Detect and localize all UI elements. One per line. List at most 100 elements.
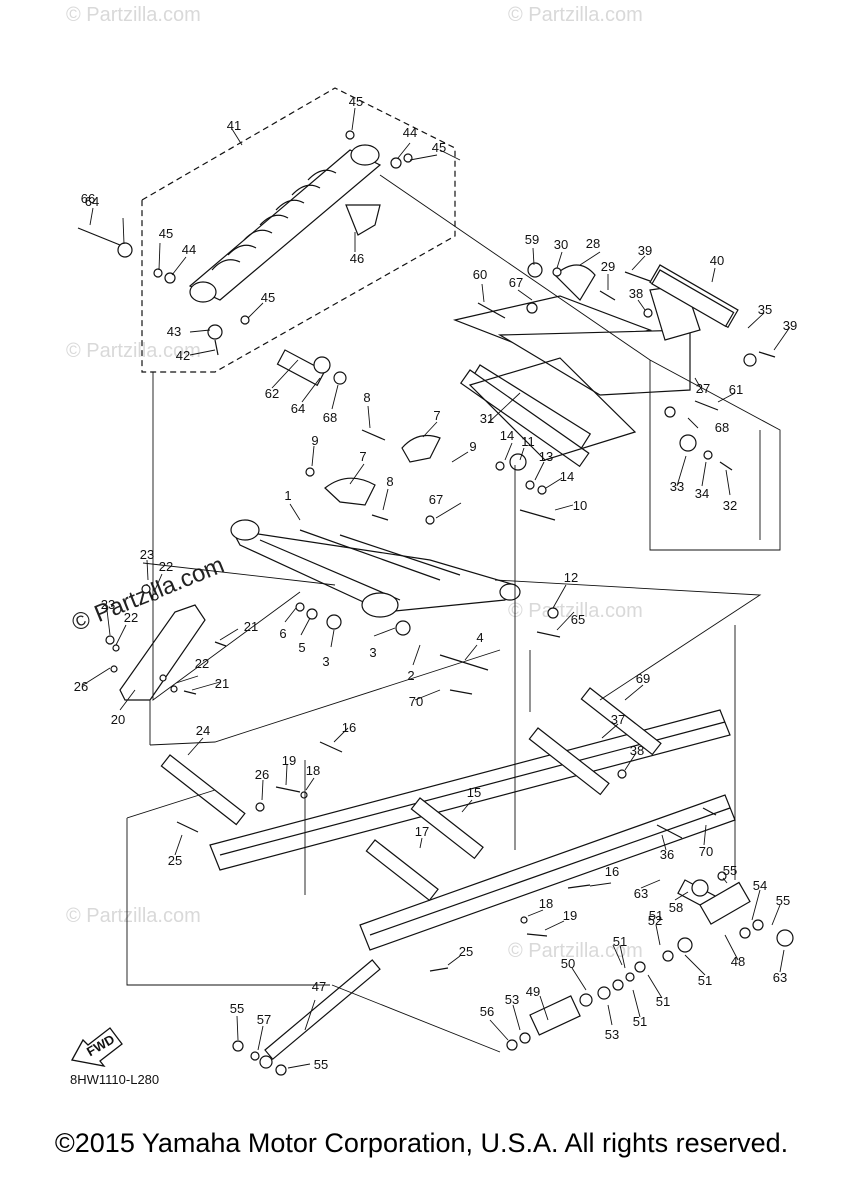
callout-45: 45: [349, 94, 363, 109]
watermark: © Partzilla.com: [66, 905, 201, 927]
callout-19: 19: [282, 753, 296, 768]
bolts: [77, 227, 776, 972]
callout-56: 56: [480, 1004, 494, 1019]
callout-61: 61: [729, 382, 743, 397]
callout-40: 40: [710, 253, 724, 268]
callout-20: 20: [111, 712, 125, 727]
shock-assembly-outline: [141, 87, 456, 373]
callout-55: 55: [776, 893, 790, 908]
callout-26: 26: [255, 767, 269, 782]
callout-60: 60: [473, 267, 487, 282]
callout-4: 4: [476, 630, 483, 645]
diagram-code: 8HW1110-L280: [70, 1072, 160, 1087]
callout-51: 51: [698, 973, 712, 988]
callout-13: 13: [539, 449, 553, 464]
callout-8: 8: [386, 474, 393, 489]
callout-70: 70: [409, 694, 423, 709]
callout-70: 70: [699, 844, 713, 859]
copyright-notice: ©2015 Yamaha Motor Corporation, U.S.A. A…: [54, 1128, 789, 1158]
callout-49: 49: [526, 984, 540, 999]
callout-59: 59: [525, 232, 539, 247]
callout-38: 38: [630, 743, 644, 758]
callout-30: 30: [554, 237, 568, 252]
callout-39: 39: [638, 243, 652, 258]
shaft-17: [365, 839, 439, 902]
callout-19: 19: [563, 908, 577, 923]
exploded-parts-diagram: FWD 123345677889910111213141415161617181…: [70, 87, 797, 1076]
leader-lines: [82, 107, 791, 1069]
callout-67: 67: [429, 492, 443, 507]
plate-7b: [324, 477, 376, 506]
axle-49: [529, 995, 581, 1036]
callout-63: 63: [773, 970, 787, 985]
shaft-62: [276, 349, 326, 387]
callout-21: 21: [215, 676, 229, 691]
callout-48: 48: [731, 954, 745, 969]
rod-31: [459, 369, 590, 468]
shaft-69: [580, 687, 662, 756]
callout-44: 44: [182, 242, 196, 257]
callout-24: 24: [196, 723, 210, 738]
front-bracket: [119, 604, 206, 701]
callout-15: 15: [467, 785, 481, 800]
shock-absorber: [188, 144, 382, 303]
callout-66: 66: [81, 191, 95, 206]
callout-39: 39: [783, 318, 797, 333]
callout-35: 35: [758, 302, 772, 317]
callout-32: 32: [723, 498, 737, 513]
callout-11: 11: [521, 434, 535, 449]
callout-12: 12: [564, 570, 578, 585]
callout-7: 7: [359, 449, 366, 464]
callout-55: 55: [723, 863, 737, 878]
shaft-37: [528, 727, 610, 796]
watermark: © Partzilla.com: [66, 340, 201, 362]
assembly-lines: [126, 149, 781, 1053]
hardware: [105, 130, 794, 1076]
callout-3: 3: [369, 645, 376, 660]
callout-25: 25: [168, 853, 182, 868]
callout-51: 51: [656, 994, 670, 1009]
callout-6: 6: [279, 626, 286, 641]
callout-14: 14: [560, 469, 574, 484]
callout-23: 23: [140, 547, 154, 562]
callout-2: 2: [407, 668, 414, 683]
callout-25: 25: [459, 944, 473, 959]
callout-29: 29: [601, 259, 615, 274]
callout-10: 10: [573, 498, 587, 513]
callout-41: 41: [227, 118, 241, 133]
callout-22: 22: [195, 656, 209, 671]
callout-58: 58: [669, 900, 683, 915]
callout-26: 26: [74, 679, 88, 694]
callout-18: 18: [306, 763, 320, 778]
rod-31-panel: [468, 357, 637, 461]
callout-67: 67: [509, 275, 523, 290]
callout-16: 16: [605, 864, 619, 879]
callout-17: 17: [415, 824, 429, 839]
callout-31: 31: [480, 411, 494, 426]
callout-37: 37: [611, 712, 625, 727]
callout-50: 50: [561, 956, 575, 971]
callout-64: 64: [85, 194, 99, 209]
callout-22: 22: [159, 559, 173, 574]
callout-33: 33: [670, 479, 684, 494]
callout-28: 28: [586, 236, 600, 251]
callout-45: 45: [261, 290, 275, 305]
callout-64: 64: [291, 401, 305, 416]
callout-7: 7: [433, 408, 440, 423]
callout-44: 44: [403, 125, 417, 140]
callout-38: 38: [629, 286, 643, 301]
callout-34: 34: [695, 486, 709, 501]
shaft-40: [651, 269, 735, 328]
callout-18: 18: [539, 896, 553, 911]
plate-7a: [401, 435, 441, 463]
callout-9: 9: [469, 439, 476, 454]
shaft-47: [264, 959, 381, 1061]
watermark: © Partzilla.com: [508, 600, 643, 622]
callout-52: 52: [648, 913, 662, 928]
callout-55: 55: [314, 1057, 328, 1072]
callout-43: 43: [167, 324, 181, 339]
callout-47: 47: [312, 979, 326, 994]
callout-3: 3: [322, 654, 329, 669]
callout-54: 54: [753, 878, 767, 893]
